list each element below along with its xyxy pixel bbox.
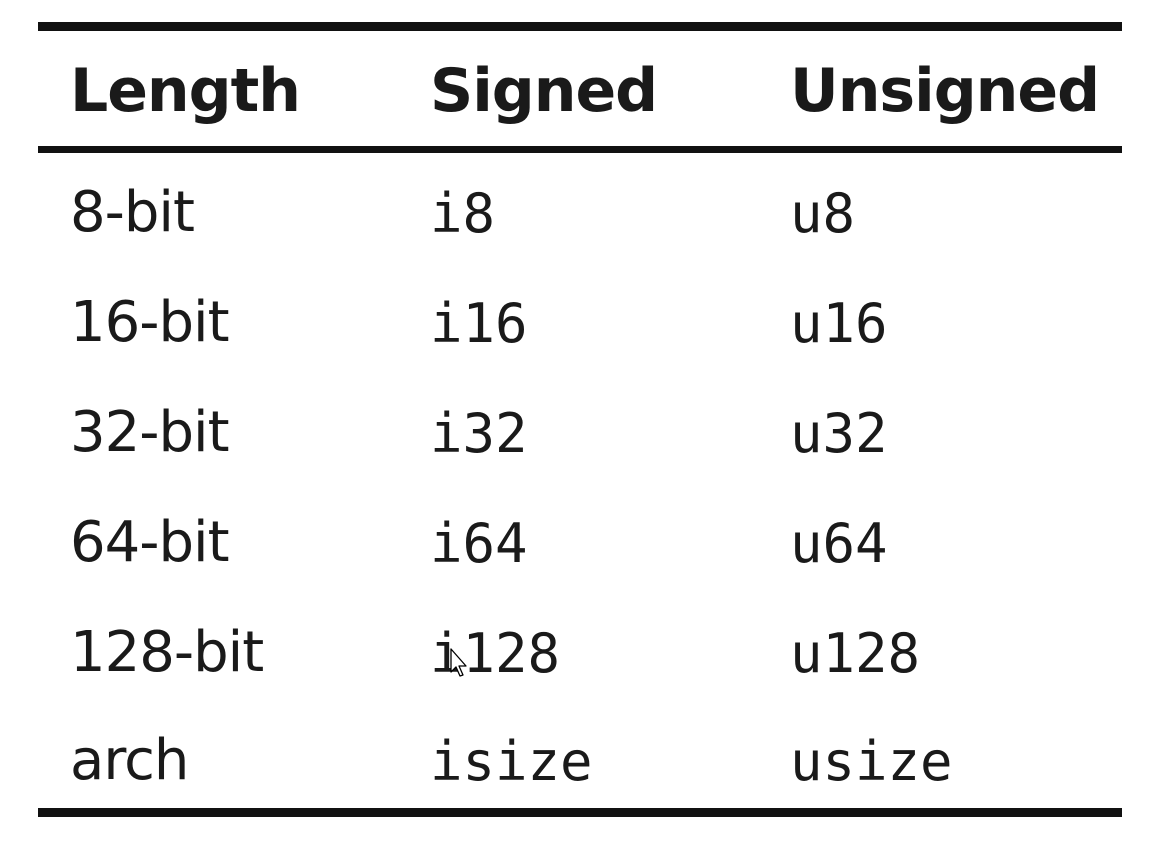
row-signed: i8 [430, 182, 496, 245]
row-unsigned: u64 [790, 512, 888, 575]
row-length: arch [70, 728, 189, 793]
row-length: 8-bit [70, 180, 195, 245]
row-signed: i16 [430, 292, 528, 355]
row-signed: i64 [430, 512, 528, 575]
row-unsigned: u128 [790, 622, 921, 685]
row-unsigned: u16 [790, 292, 888, 355]
row-length: 64-bit [70, 510, 230, 575]
row-unsigned: u8 [790, 182, 856, 245]
header-signed: Signed [430, 56, 658, 126]
header-unsigned: Unsigned [790, 56, 1100, 126]
row-length: 128-bit [70, 620, 264, 685]
table-top-rule [38, 22, 1122, 31]
mouse-pointer-icon [450, 648, 467, 677]
row-length: 32-bit [70, 400, 230, 465]
row-unsigned: u32 [790, 402, 888, 465]
row-signed: isize [430, 730, 593, 793]
row-unsigned: usize [790, 730, 953, 793]
row-signed: i32 [430, 402, 528, 465]
header-length: Length [70, 56, 301, 126]
table-bottom-rule [38, 808, 1122, 817]
row-length: 16-bit [70, 290, 230, 355]
table-header-rule [38, 146, 1122, 153]
